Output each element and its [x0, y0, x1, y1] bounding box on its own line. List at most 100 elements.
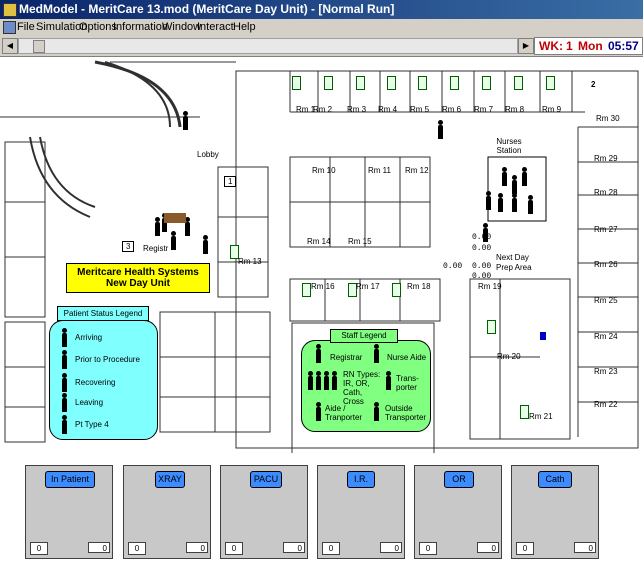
- cath-button[interactable]: Cath: [538, 471, 572, 488]
- bed: [356, 76, 365, 90]
- legend-item: Recovering: [75, 378, 116, 387]
- room-label: Rm 26: [594, 260, 618, 269]
- stat-value: 0.00: [472, 244, 492, 253]
- registration-label: Registr: [143, 244, 169, 253]
- person-icon: [502, 167, 507, 186]
- panel-right-counter: 0: [477, 542, 499, 553]
- person-icon: [203, 235, 208, 254]
- simulation-clock: WK: 1 Mon 05:57: [534, 37, 643, 55]
- pacu-button[interactable]: PACU: [250, 471, 282, 488]
- lobby-label: Lobby: [197, 150, 219, 159]
- ir-button[interactable]: I.R.: [347, 471, 375, 488]
- menu-file[interactable]: File: [17, 21, 35, 33]
- legend-item: Leaving: [75, 398, 104, 407]
- room-label: Rm 28: [594, 188, 618, 197]
- menu-simulation[interactable]: Simulation: [36, 21, 88, 33]
- person-icon: [512, 193, 517, 212]
- bed: [487, 320, 496, 334]
- prior-procedure-patient-icon: [62, 350, 67, 369]
- menu-help[interactable]: Help: [233, 21, 256, 33]
- panel-right-counter: 0: [88, 542, 110, 553]
- app-icon[interactable]: [3, 3, 17, 17]
- person-icon: [155, 217, 160, 236]
- day-value: Mon: [578, 39, 603, 53]
- title-bar: MedModel - MeritCare 13.mod (MeritCare D…: [0, 0, 643, 19]
- room-label: Rm 9: [542, 105, 562, 114]
- legend-item: RN Types: IR, OR, Cath, Cross: [343, 370, 381, 406]
- bed: [418, 76, 427, 90]
- bed: [482, 76, 491, 90]
- menu-interact[interactable]: Interact: [197, 21, 234, 33]
- facility-title-line2: New Day Unit: [106, 278, 170, 289]
- registrar-icon: [316, 344, 321, 363]
- registration-desk: [164, 213, 186, 223]
- room-label: Rm 3: [347, 105, 367, 114]
- xray-button[interactable]: XRAY: [155, 471, 185, 488]
- time-value: 05:57: [608, 39, 639, 53]
- menu-bar: File Simulation Options Information Wind…: [0, 19, 643, 35]
- queue-counter: 3: [122, 241, 135, 252]
- panel-right-counter: 0: [186, 542, 208, 553]
- person-icon: [522, 167, 527, 186]
- menu-window[interactable]: Window: [162, 21, 202, 33]
- room-label: Rm 14: [307, 237, 331, 246]
- bed: [546, 76, 555, 90]
- bed: [292, 76, 301, 90]
- person-icon: [171, 231, 176, 250]
- queue-counter: 2: [591, 80, 596, 89]
- room-label: Rm 19: [478, 282, 502, 291]
- staff-legend: [301, 340, 431, 432]
- stat-value: 0.00: [443, 262, 463, 271]
- bed: [387, 76, 396, 90]
- stat-value: 0.00: [472, 272, 492, 281]
- rn-icon: [316, 371, 321, 390]
- room-label: Rm 16: [311, 282, 335, 291]
- or-button[interactable]: OR: [444, 471, 474, 488]
- document-icon[interactable]: [3, 21, 16, 34]
- legend-item: Arriving: [75, 333, 103, 342]
- scroll-right-arrow-icon[interactable]: ▶: [518, 38, 534, 54]
- legend-item: Outside Transporter: [385, 404, 427, 422]
- bed: [514, 76, 523, 90]
- room-label: Rm 25: [594, 296, 618, 305]
- panel-left-counter: 0: [225, 542, 243, 555]
- speed-slider[interactable]: [18, 38, 518, 54]
- facility-title-box: Meritcare Health Systems New Day Unit: [66, 263, 210, 293]
- menu-information[interactable]: Information: [113, 21, 169, 33]
- legend-item: Pt Type 4: [75, 420, 109, 429]
- room-label: Rm 11: [368, 166, 391, 175]
- aide-transporter-icon: [316, 402, 321, 421]
- panel-right-counter: 0: [380, 542, 402, 553]
- rn-icon: [308, 371, 313, 390]
- panel-left-counter: 0: [419, 542, 437, 555]
- person-icon: [438, 120, 443, 139]
- room-label: Rm 24: [594, 332, 618, 341]
- speed-slider-thumb[interactable]: [33, 40, 45, 53]
- panel-right-counter: 0: [574, 542, 596, 553]
- room-label: Rm 8: [505, 105, 525, 114]
- bed: [450, 76, 459, 90]
- panel-right-counter: 0: [283, 542, 305, 553]
- room-label: Rm 4: [378, 105, 398, 114]
- room-label: Rm 21: [529, 412, 553, 421]
- panel-left-counter: 0: [516, 542, 534, 555]
- scroll-left-arrow-icon[interactable]: ◀: [2, 38, 18, 54]
- bed: [348, 283, 357, 297]
- bed: [230, 245, 239, 259]
- room-label: Rm 5: [410, 105, 430, 114]
- room-label: Rm 17: [356, 282, 380, 291]
- pt-type-4-icon: [62, 415, 67, 434]
- menu-options[interactable]: Options: [79, 21, 117, 33]
- queue-counter: 1: [224, 176, 237, 187]
- person-icon: [185, 217, 190, 236]
- panel-left-counter: 0: [30, 542, 48, 555]
- room-label: Rm 12: [405, 166, 429, 175]
- window-title: MedModel - MeritCare 13.mod (MeritCare D…: [19, 2, 395, 16]
- in-patient-button[interactable]: In Patient: [45, 471, 95, 488]
- person-icon: [486, 191, 491, 210]
- room-label: Rm 7: [474, 105, 494, 114]
- person-icon: [528, 195, 533, 214]
- room-label: Rm 1: [296, 105, 316, 114]
- patient-legend-title: Patient Status Legend: [57, 306, 149, 321]
- nurses-station-label: Nurses Station: [496, 137, 522, 155]
